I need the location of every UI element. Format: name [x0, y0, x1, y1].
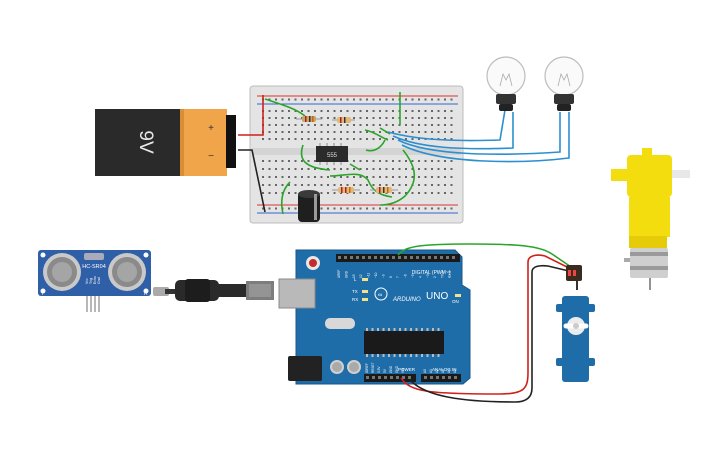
power-header-label: POWER: [398, 367, 416, 372]
bulb-wires[interactable]: [387, 109, 570, 163]
digital-pin-label-9: ~9: [381, 274, 385, 278]
digital-pin-label-rx0: RX 0: [448, 271, 452, 278]
tx-label: TX: [352, 289, 358, 294]
sensor-pin-trig: Trig: [89, 278, 93, 284]
analog-pin-label-a1: A1: [429, 369, 433, 373]
digital-pin-label-5: ~5: [411, 274, 415, 278]
sensor-right-mark: R: [144, 291, 148, 297]
power-pin-label-33v: 3.3V: [377, 366, 381, 373]
digital-pin-label-7: 7: [396, 276, 400, 278]
battery-negative-wire[interactable]: [238, 149, 266, 213]
light-bulb-1[interactable]: [486, 56, 526, 111]
digital-header-label: DIGITAL (PWM~): [412, 270, 451, 276]
dc-gear-motor[interactable]: [611, 148, 690, 290]
sensor-left-mark: T: [41, 291, 44, 297]
digital-pin-label-gnd: GND: [344, 270, 348, 278]
digital-pin-label-2: 2: [433, 276, 437, 278]
digital-pin-label-8: 8: [389, 276, 393, 278]
usb-cable[interactable]: [153, 279, 274, 302]
servo-ground-wire[interactable]: [409, 264, 574, 403]
servo-signal-wire[interactable]: [397, 243, 575, 270]
breadboard-holes: [262, 98, 453, 210]
battery-positive-wire[interactable]: [238, 95, 264, 136]
arduino-logo-icon: ∞: [378, 293, 382, 299]
breadboard-green-wires[interactable]: [264, 92, 415, 215]
rx-label: RX: [352, 297, 358, 302]
servo-power-wire[interactable]: [400, 254, 574, 395]
digital-pin-label-aref: AREF: [337, 269, 341, 278]
analog-pin-label-a3: A3: [441, 369, 445, 373]
sensor-pin-gnd: Gnd: [97, 277, 101, 284]
sensor-model: HC-SR04: [82, 264, 106, 270]
analog-pin-label-a5: A5: [453, 369, 457, 373]
battery-minus-mark: −: [208, 151, 214, 162]
servo-motor[interactable]: [556, 265, 595, 382]
digital-pin-label-12: 12: [359, 274, 363, 278]
power-pin-label-vin: Vin: [401, 368, 405, 373]
ultrasonic-sensor[interactable]: HC-SR04 T R Vcc Trig Echo Gnd: [38, 250, 151, 312]
resistor-1[interactable]: [296, 116, 322, 122]
digital-pin-label-3: ~3: [426, 274, 430, 278]
digital-pin-label-6: ~6: [404, 274, 408, 278]
timer-ic-555[interactable]: 555: [316, 143, 348, 165]
on-label: ON: [452, 299, 459, 304]
electrolytic-capacitor[interactable]: [298, 190, 320, 222]
light-bulb-2[interactable]: [544, 56, 584, 111]
power-pin-label-5v: 5V: [383, 368, 387, 373]
arduino-model: UNO: [426, 291, 448, 302]
digital-header-holes: [338, 256, 455, 259]
power-pin-label-gnd: GND: [389, 365, 393, 373]
arduino-brand: ARDUINO: [392, 297, 421, 303]
sensor-pin-echo: Echo: [93, 276, 97, 284]
digital-pin-label-tx1: TX 1: [441, 271, 445, 278]
analog-header-label: ANALOG IN: [432, 367, 457, 372]
resistor-3[interactable]: [332, 187, 360, 193]
resistor-2[interactable]: [332, 117, 355, 123]
analog-pin-label-a2: A2: [435, 369, 439, 373]
power-pin-label-reset: RESET: [371, 362, 375, 373]
analog-pin-label-a0: A0: [423, 369, 427, 373]
sensor-pin-vcc: Vcc: [85, 278, 89, 284]
battery-plus-mark: +: [208, 123, 214, 134]
battery-9v[interactable]: 9V + −: [95, 109, 236, 176]
atmega-pins: [366, 328, 440, 357]
power-analog-header-holes: [366, 376, 457, 379]
led-l-label: L: [354, 277, 357, 282]
digital-pin-label-4: 4: [418, 276, 422, 278]
power-pin-label-gnd: GND: [395, 365, 399, 373]
battery-label: 9V: [135, 130, 156, 154]
resistor-4[interactable]: [370, 187, 398, 193]
timer-ic-label: 555: [327, 153, 338, 159]
analog-pin-label-a4: A4: [447, 369, 451, 373]
power-pin-label-ioref: IOREF: [365, 363, 369, 373]
digital-pin-label-13: 13: [352, 274, 356, 278]
digital-pin-label-10: ~10: [374, 272, 378, 278]
digital-pin-label-11: ~11: [367, 273, 371, 278]
